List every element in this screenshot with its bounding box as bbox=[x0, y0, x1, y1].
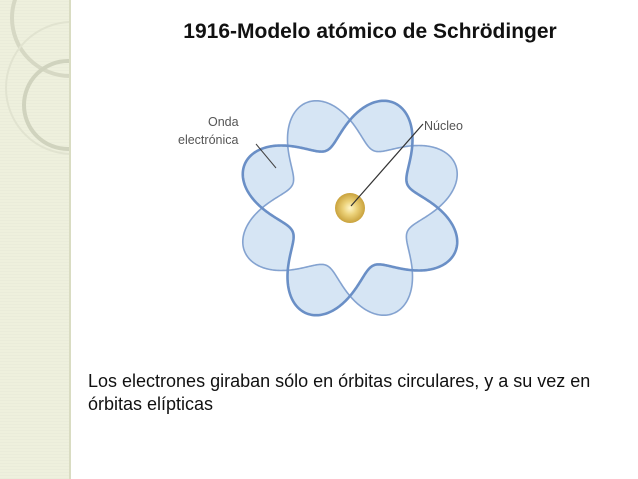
label-nucleus: Núcleo bbox=[424, 119, 463, 133]
wave-label-pointer bbox=[255, 143, 277, 169]
slide-sidebar bbox=[0, 0, 70, 479]
sidebar-ring-outer bbox=[5, 21, 70, 155]
schrodinger-atom-diagram: Onda electrónica Núcleo bbox=[178, 99, 463, 317]
electron-wave bbox=[241, 99, 459, 317]
nucleus-sphere bbox=[335, 193, 365, 223]
sidebar-ring-middle bbox=[22, 59, 70, 151]
label-wave-line1: Onda bbox=[208, 115, 239, 129]
sidebar-rings-decoration bbox=[5, 0, 70, 155]
label-lines bbox=[255, 123, 424, 207]
slide-caption: Los electrones giraban sólo en órbitas c… bbox=[88, 371, 591, 414]
sidebar-ring-top bbox=[10, 0, 70, 78]
nucleus bbox=[335, 193, 365, 223]
wave-curve-b bbox=[241, 99, 459, 317]
slide-title: 1916-Modelo atómico de Schrödinger bbox=[183, 20, 557, 43]
sidebar-divider bbox=[69, 0, 71, 479]
label-wave-line2: electrónica bbox=[178, 133, 238, 147]
nucleus-label-pointer bbox=[350, 123, 424, 207]
